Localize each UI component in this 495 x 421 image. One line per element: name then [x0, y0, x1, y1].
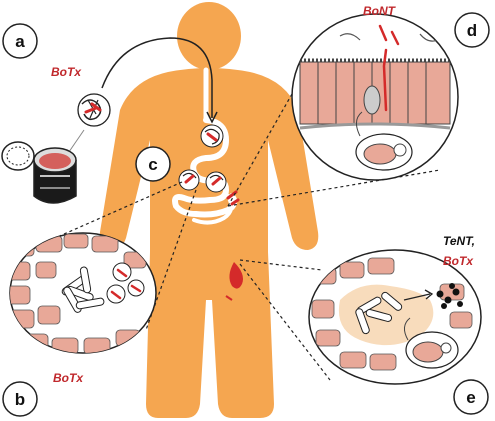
panel-c-text: c: [148, 155, 157, 174]
bont-label: BoNT: [363, 4, 397, 18]
panel-letter-d: d: [454, 12, 490, 48]
wound-icon: [225, 262, 243, 301]
panel-a-text: a: [15, 32, 25, 51]
panel-d-text: d: [467, 21, 477, 40]
panel-letter-b: b: [2, 381, 38, 417]
botx-top-label: BoTx: [51, 65, 82, 79]
panel-e-text: e: [466, 388, 475, 407]
panel-e-wound: [308, 249, 482, 385]
panel-letter-c: c: [135, 146, 171, 182]
panel-b-text: b: [15, 390, 25, 409]
botx-complex-icon: [77, 93, 111, 127]
gut-toxin-complexes: [178, 124, 240, 206]
panel-b-lumen: [9, 232, 157, 354]
panel-letter-e: e: [453, 379, 489, 415]
panel-d-epithelium: [291, 13, 459, 181]
panel-letter-a: a: [2, 23, 38, 59]
connectors: [45, 79, 441, 381]
food-can-icon: [1, 141, 77, 204]
botx-bottom-label: BoTx: [53, 371, 84, 385]
botx-right-label: BoTx: [443, 254, 474, 268]
tent-label: TeNT,: [443, 234, 475, 248]
